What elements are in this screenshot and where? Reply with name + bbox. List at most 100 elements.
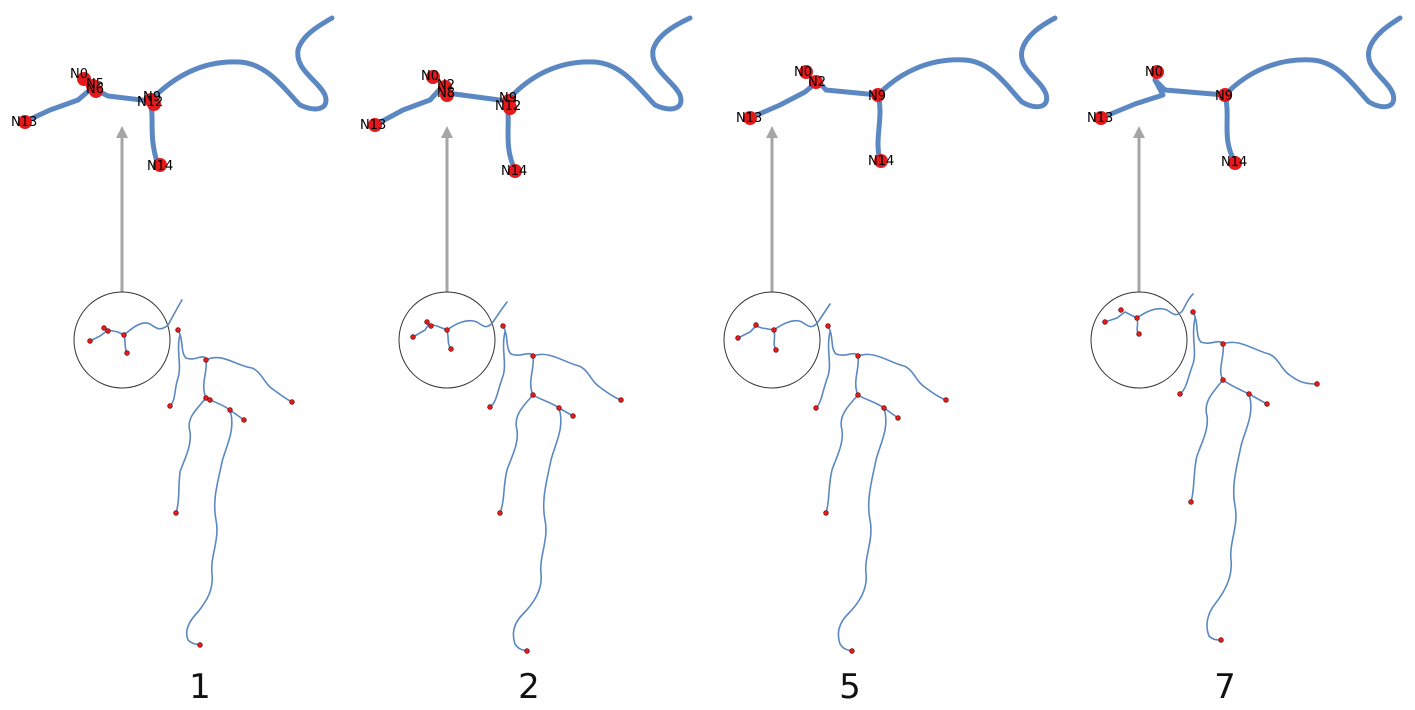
node-marker — [1134, 315, 1140, 321]
node-marker — [101, 325, 107, 331]
river-channel — [512, 407, 562, 652]
node-marker — [570, 413, 576, 419]
node-marker — [87, 338, 93, 344]
panel-caption: 2 — [518, 667, 540, 707]
river-channel — [815, 331, 831, 409]
overview-network — [73, 291, 295, 648]
river-channel — [1104, 293, 1194, 323]
node-label: N14 — [868, 154, 894, 169]
node-marker — [503, 101, 517, 115]
node-marker — [1177, 391, 1183, 397]
node-marker — [500, 323, 506, 329]
node-marker — [289, 399, 295, 405]
overview-network — [723, 291, 949, 654]
node-marker — [1220, 341, 1226, 347]
node-label: N0 — [421, 69, 439, 84]
zoom-inset: N0 N5 N6 N9 N12 N13 N14 — [11, 15, 335, 174]
node-label: N13 — [736, 111, 762, 126]
river-channel — [837, 407, 887, 652]
node-label: N2 — [437, 78, 455, 93]
node-marker — [175, 327, 181, 333]
zoom-arrow-head — [766, 126, 778, 138]
node-label: N14 — [501, 164, 527, 179]
node-marker — [771, 327, 777, 333]
node-marker — [1102, 319, 1108, 325]
node-marker — [368, 118, 382, 132]
river-channel — [532, 353, 622, 401]
node-label: N0 — [794, 65, 812, 80]
node-marker — [1246, 391, 1252, 397]
node-marker — [153, 158, 167, 172]
node-marker — [1218, 88, 1232, 102]
zoom-circle — [73, 291, 171, 389]
zoom-circle — [1090, 291, 1188, 389]
node-marker — [895, 415, 901, 421]
river-channel — [1190, 379, 1224, 503]
river-channel — [169, 334, 181, 407]
zoom-arrow-head — [116, 126, 128, 138]
panel-1: N0 N5 N6 N9 N12 N13 N14 — [11, 15, 335, 707]
zoom-circle — [398, 291, 496, 389]
node-marker — [121, 332, 127, 338]
node-marker — [167, 403, 173, 409]
river-channel — [1098, 15, 1403, 121]
node-marker — [410, 334, 416, 340]
river-channel — [185, 409, 233, 646]
node-label: N8 — [437, 86, 455, 101]
node-marker — [1150, 65, 1164, 79]
node-marker — [1094, 111, 1108, 125]
node-marker — [855, 353, 861, 359]
node-marker — [1218, 637, 1224, 643]
river-channel — [502, 325, 574, 417]
node-marker — [743, 111, 757, 125]
node-label: N9 — [1215, 89, 1233, 104]
river-channel — [857, 353, 947, 401]
node-label: N0 — [70, 67, 88, 82]
node-marker — [1220, 377, 1226, 383]
river-channel — [825, 394, 859, 514]
node-marker — [813, 405, 819, 411]
river-channel — [123, 334, 128, 354]
node-marker — [487, 404, 493, 410]
node-marker — [426, 70, 440, 84]
overview-network — [1090, 291, 1320, 643]
node-label: N13 — [1087, 111, 1113, 126]
river-channel — [19, 15, 335, 126]
panel-caption: 1 — [189, 667, 211, 707]
river-channel — [1222, 341, 1318, 385]
zoom-inset: N0 N2 N9 N13 N14 — [736, 15, 1058, 169]
node-label: N9 — [499, 91, 517, 106]
node-marker — [874, 154, 888, 168]
zoom-arrow-head — [441, 126, 453, 138]
river-channel — [1222, 92, 1238, 165]
node-marker — [825, 323, 831, 329]
node-marker — [440, 88, 454, 102]
river-channel — [827, 325, 899, 419]
river-channel — [489, 331, 506, 408]
river-channel — [773, 329, 777, 351]
river-channel — [747, 15, 1058, 121]
node-marker — [735, 335, 741, 341]
node-marker — [1118, 307, 1124, 313]
node-label: N0 — [1145, 65, 1163, 80]
panel-4: N0 N9 N13 N14 — [1087, 15, 1403, 707]
node-marker — [508, 164, 522, 178]
river-channel — [372, 15, 693, 128]
river-channel — [175, 397, 207, 514]
node-marker — [753, 322, 759, 328]
node-marker — [197, 642, 203, 648]
zoom-circle — [723, 291, 821, 389]
node-label: N14 — [1221, 155, 1247, 170]
node-marker — [1314, 381, 1320, 387]
node-marker — [18, 115, 32, 129]
panel-3: N0 N2 N9 N13 N14 — [723, 15, 1058, 707]
node-marker — [556, 405, 562, 411]
node-marker — [444, 327, 450, 333]
node-label: N9 — [143, 90, 161, 105]
node-label: N13 — [11, 115, 37, 130]
node-marker — [871, 88, 885, 102]
node-label: N5 — [86, 77, 104, 92]
node-marker — [203, 357, 209, 363]
panel-caption: 5 — [839, 667, 861, 707]
node-marker — [1136, 331, 1142, 337]
